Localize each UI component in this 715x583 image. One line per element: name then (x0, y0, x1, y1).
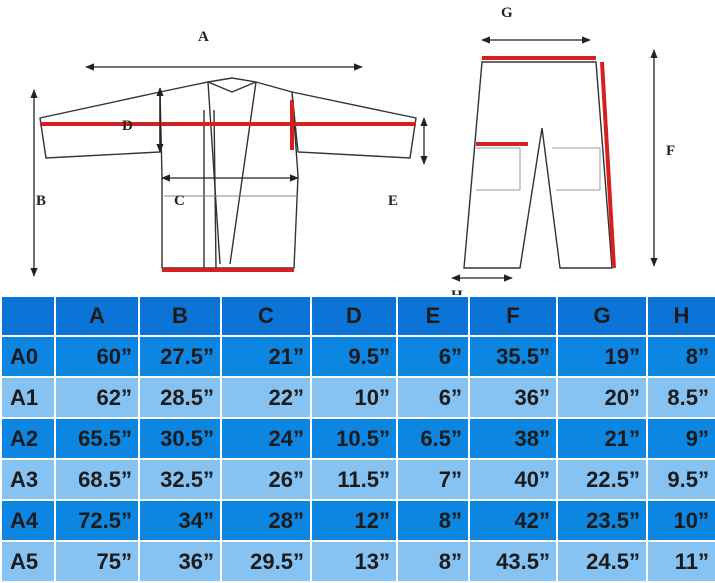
jacket-body (159, 77, 299, 269)
table-cell: 8” (646, 335, 715, 378)
table-cell: 68.5” (54, 458, 140, 501)
jacket-drawing (39, 77, 417, 269)
row-size-label: A1 (0, 376, 56, 419)
table-cell: 6” (396, 335, 470, 378)
table-cell: 28” (220, 499, 312, 542)
table-cell: 28.5” (138, 376, 222, 419)
table-cell: 35.5” (468, 335, 558, 378)
table-row: A4 72.5” 34” 28” 12” 8” 42” 23.5” 10” (0, 499, 715, 542)
table-cell: 24” (220, 417, 312, 460)
table-cell: 8” (396, 540, 470, 583)
header-corner (0, 295, 56, 337)
table-cell: 36” (468, 376, 558, 419)
table-cell: 8.5” (646, 376, 715, 419)
pants-drawing (463, 61, 613, 269)
label-h: H (451, 288, 463, 295)
table-cell: 20” (556, 376, 648, 419)
table-row: A1 62” 28.5” 22” 10” 6” 36” 20” 8.5” (0, 376, 715, 419)
table-cell: 38” (468, 417, 558, 460)
table-cell: 60” (54, 335, 140, 378)
table-cell: 9.5” (310, 335, 398, 378)
label-g: G (501, 5, 513, 21)
table-cell: 19” (556, 335, 648, 378)
table-row: A5 75” 36” 29.5” 13” 8” 43.5” 24.5” 11” (0, 540, 715, 583)
table-cell: 8” (396, 499, 470, 542)
row-size-label: A2 (0, 417, 56, 460)
column-header: A (54, 295, 140, 337)
table-cell: 75” (54, 540, 140, 583)
table-cell: 21” (556, 417, 648, 460)
table-cell: 12” (310, 499, 398, 542)
table-cell: 72.5” (54, 499, 140, 542)
size-chart-table: A B C D E F G H A0 60” 27.5” 21” 9.5” 6”… (0, 295, 715, 583)
table-cell: 34” (138, 499, 222, 542)
size-diagram: A B C D E F G H (30, 5, 675, 295)
table-cell: 42” (468, 499, 558, 542)
table-cell: 40” (468, 458, 558, 501)
table-cell: 23.5” (556, 499, 648, 542)
table-cell: 32.5” (138, 458, 222, 501)
measurement-lines (40, 56, 616, 272)
table-cell: 21” (220, 335, 312, 378)
table-row: A3 68.5” 32.5” 26” 11.5” 7” 40” 22.5” 9.… (0, 458, 715, 501)
table-row: A2 65.5” 30.5” 24” 10.5” 6.5” 38” 21” 9” (0, 417, 715, 460)
label-c: C (174, 193, 185, 209)
column-header: B (138, 295, 222, 337)
column-header: F (468, 295, 558, 337)
table-cell: 11” (646, 540, 715, 583)
label-b: B (36, 193, 46, 209)
table-cell: 10” (310, 376, 398, 419)
jacket-collar (207, 81, 257, 93)
row-size-label: A4 (0, 499, 56, 542)
row-size-label: A3 (0, 458, 56, 501)
label-f: F (666, 143, 675, 159)
column-header: E (396, 295, 470, 337)
table-cell: 7” (396, 458, 470, 501)
table-cell: 22” (220, 376, 312, 419)
column-header: C (220, 295, 312, 337)
table-cell: 27.5” (138, 335, 222, 378)
table-cell: 29.5” (220, 540, 312, 583)
jacket-belt (203, 109, 217, 269)
table-header-row: A B C D E F G H (0, 295, 715, 337)
label-e: E (388, 193, 398, 209)
table-cell: 36” (138, 540, 222, 583)
table-cell: 9” (646, 417, 715, 460)
table-cell: 13” (310, 540, 398, 583)
table-cell: 43.5” (468, 540, 558, 583)
label-a: A (198, 29, 209, 45)
pants-pocket-lines (476, 147, 601, 191)
table-cell: 22.5” (556, 458, 648, 501)
table-cell: 65.5” (54, 417, 140, 460)
table-row: A0 60” 27.5” 21” 9.5” 6” 35.5” 19” 8” (0, 335, 715, 378)
table-cell: 24.5” (556, 540, 648, 583)
column-header: H (646, 295, 715, 337)
label-d: D (122, 118, 133, 134)
table-cell: 62” (54, 376, 140, 419)
table-cell: 9.5” (646, 458, 715, 501)
dimension-arrows (30, 36, 658, 282)
column-header: D (310, 295, 398, 337)
row-size-label: A0 (0, 335, 56, 378)
table-cell: 26” (220, 458, 312, 501)
table-cell: 10” (646, 499, 715, 542)
pants-outline (463, 61, 613, 269)
table-cell: 30.5” (138, 417, 222, 460)
jacket-lapel (207, 81, 257, 265)
table-cell: 6” (396, 376, 470, 419)
table-cell: 10.5” (310, 417, 398, 460)
column-header: G (556, 295, 648, 337)
row-size-label: A5 (0, 540, 56, 583)
table-cell: 6.5” (396, 417, 470, 460)
table-cell: 11.5” (310, 458, 398, 501)
